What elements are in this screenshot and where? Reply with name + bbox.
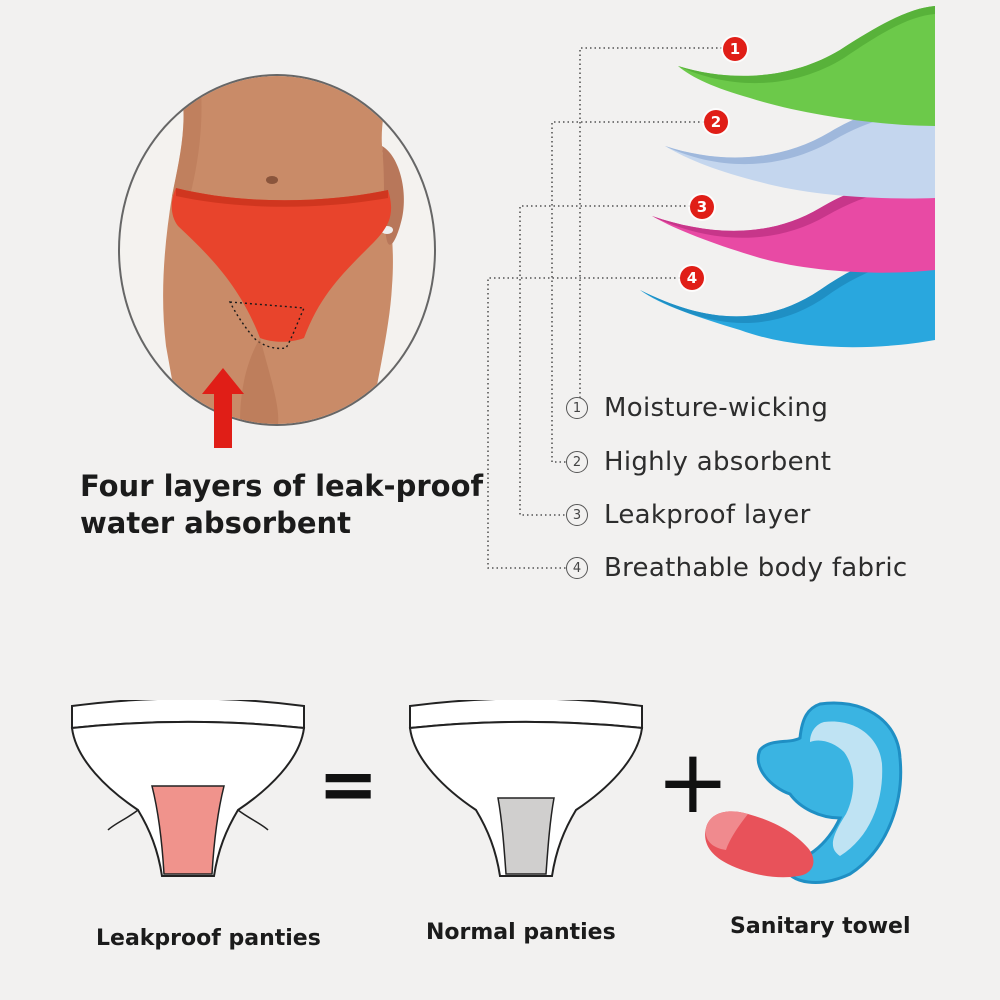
legend-label: Moisture-wicking [604,393,829,423]
leader-line-4 [487,277,680,569]
up-arrow-icon [202,368,244,448]
layer-marker-3: 3 [690,195,714,219]
legend-number: 1 [566,397,588,419]
legend-item-highly-absorbent: 2 Highly absorbent [566,444,831,480]
legend-item-breathable-body-fabric: 4 Breathable body fabric [566,550,907,586]
leader-line-3 [519,205,690,516]
sanitary-towel-icon [705,701,903,884]
normal-panties-caption: Normal panties [426,920,616,945]
legend-number: 2 [566,451,588,473]
legend-label: Breathable body fabric [604,553,908,583]
legend-label: Highly absorbent [604,447,832,477]
sanitary-towel-caption: Sanitary towel [730,914,911,939]
product-photo [118,74,436,426]
plus-icon: + [656,730,730,833]
equals-icon: = [318,742,379,826]
layer-marker-2: 2 [704,110,728,134]
layer-diagram [487,6,935,569]
headline: Four layers of leak-proof water absorben… [80,469,484,540]
leakproof-panties-caption: Leakproof panties [96,926,321,951]
normal-panties-illustration [408,700,644,877]
legend-item-moisture-wicking: 1 Moisture-wicking [566,390,828,426]
legend-label: Leakproof layer [604,500,811,530]
layer-marker-4: 4 [680,266,704,290]
legend-item-leakproof-layer: 3 Leakproof layer [566,497,811,533]
layer-marker-1: 1 [723,37,747,61]
legend-number: 3 [566,504,588,526]
model-illustration [163,76,404,424]
leakproof-panties-illustration [70,700,306,877]
legend-number: 4 [566,557,588,579]
